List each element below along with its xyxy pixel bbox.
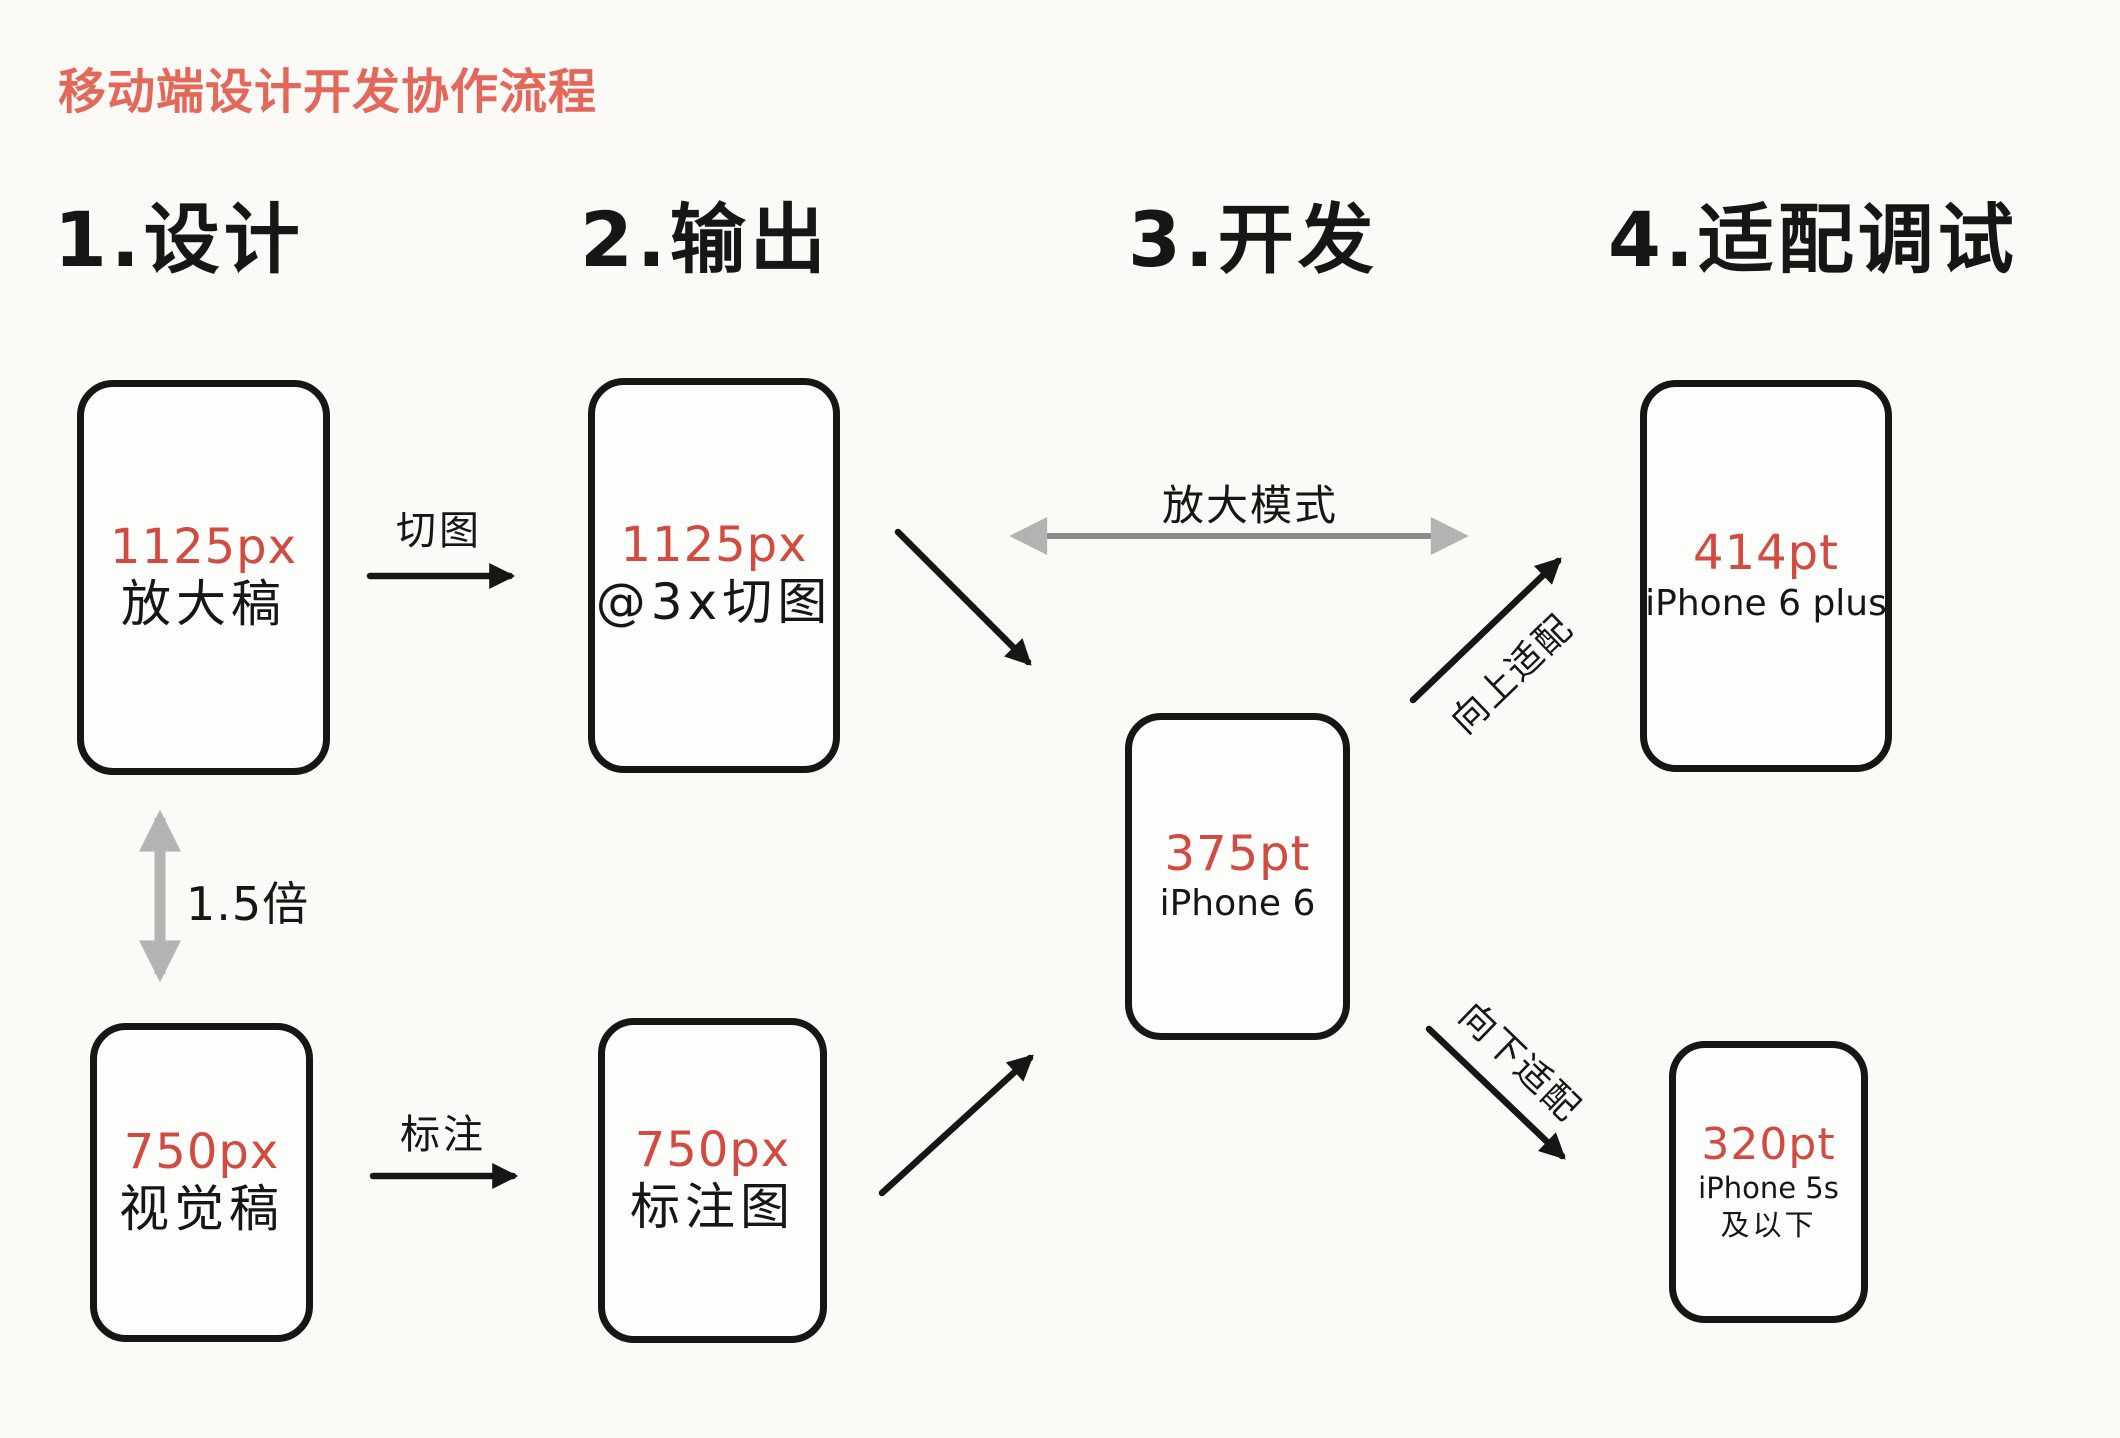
phone-box-iphone6: 375pt iPhone 6 — [1125, 713, 1350, 1040]
adapt-up-arrow-label: 向上适配 — [1443, 606, 1582, 743]
phone-box-iphone6plus: 414pt iPhone 6 plus — [1640, 380, 1892, 772]
sliced-to-dev-arrow — [894, 528, 1032, 666]
phone-label: iPhone 6 plus — [1645, 582, 1887, 624]
phone-box-annotation: 750px 标注图 — [598, 1018, 827, 1343]
cut-arrow-label: 切图 — [396, 508, 482, 554]
phone-label: iPhone 5s — [1698, 1170, 1839, 1205]
annotate-arrow-label: 标注 — [400, 1112, 486, 1158]
phone-label: iPhone 6 — [1159, 883, 1316, 924]
phone-box-3x-slices: 1125px @3x切图 — [588, 378, 840, 773]
column-header-adapt: 4.适配调试 — [1608, 195, 2018, 284]
phone-size-value: 320pt — [1701, 1118, 1836, 1170]
phone-label: 视觉稿 — [119, 1179, 284, 1238]
phone-size-value: 375pt — [1164, 825, 1311, 882]
adapt-down-arrow-label: 向下适配 — [1450, 994, 1589, 1131]
annotated-to-dev-arrow — [878, 1054, 1034, 1197]
phone-label: 放大稿 — [121, 574, 286, 633]
phone-size-value: 414pt — [1693, 525, 1839, 582]
column-header-design: 1.设计 — [54, 195, 304, 284]
column-header-develop: 3.开发 — [1128, 195, 1378, 284]
phone-box-enlarged-draft: 1125px 放大稿 — [77, 380, 330, 775]
page-title: 移动端设计开发协作流程 — [58, 64, 598, 120]
column-header-output: 2.输出 — [580, 195, 830, 284]
phone-label-2: 及以下 — [1720, 1208, 1817, 1243]
phone-box-visual-draft: 750px 视觉稿 — [90, 1023, 313, 1342]
phone-label: 标注图 — [630, 1177, 795, 1236]
phone-size-value: 1125px — [109, 518, 298, 575]
phone-box-iphone5s: 320pt iPhone 5s 及以下 — [1669, 1041, 1868, 1323]
phone-size-value: 750px — [123, 1123, 280, 1180]
zoom-mode-label: 放大模式 — [1162, 481, 1339, 530]
phone-size-value: 750px — [634, 1121, 791, 1178]
phone-label: @3x切图 — [595, 572, 833, 631]
scale-factor-label: 1.5倍 — [186, 877, 310, 931]
phone-size-value: 1125px — [620, 516, 808, 573]
